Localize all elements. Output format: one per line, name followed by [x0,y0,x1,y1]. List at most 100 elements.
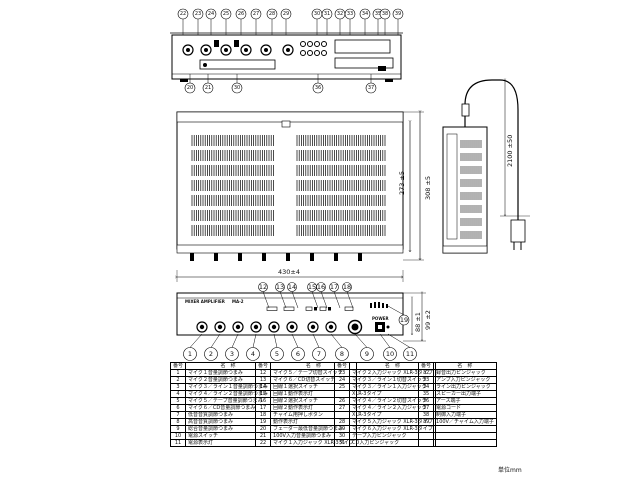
callout-1: 1 [183,333,203,361]
svg-text:32: 32 [337,11,343,17]
part-number [417,432,435,440]
svg-text:30: 30 [314,11,320,17]
svg-text:10: 10 [386,350,394,358]
part-number: 4 [169,390,187,398]
table-row [417,432,497,440]
callout-26: 26 [235,8,247,35]
svg-text:2: 2 [209,350,213,358]
dim-depth-inner: 273 ±5 [398,171,406,195]
part-number: 33 [417,376,435,384]
brand-label: MIXER AMPLIFIER [185,299,225,304]
part-name: ライン出力ピンジャック [433,383,497,391]
callout-12: 12 [258,282,270,309]
callout-13: 13 [275,282,287,309]
power-cord-37 [378,66,386,71]
part-number: 28 [333,418,351,426]
svg-text:9: 9 [365,350,369,358]
part-number: 17 [254,404,272,412]
part-number: 15 [254,390,272,398]
part-name: 制御入力端子 [433,411,497,419]
ventilation-slots [191,135,386,236]
ground-terminal-36 [203,63,207,67]
part-number: 27 [333,404,351,412]
svg-text:37: 37 [368,85,374,91]
svg-text:4: 4 [251,350,255,358]
power-label: POWER [372,316,389,321]
part-name: アース端子 [433,397,497,405]
callout-18: 18 [342,282,354,309]
callout-5: 5 [270,333,284,361]
callout-4: 4 [246,333,260,361]
part-number: 24 [333,376,351,384]
part-number: 6 [169,404,187,412]
front-knobs [196,321,337,333]
part-number: 32 [417,369,435,377]
level-indicator-19 [370,302,388,308]
part-number: 23 [333,369,351,377]
svg-text:30: 30 [234,85,240,91]
callout-15: 15 [307,282,319,309]
table-row [417,425,497,433]
callout-11: 11 [387,333,417,361]
switch-26 [234,40,239,47]
svg-text:35: 35 [375,11,381,17]
callout-6: 6 [291,333,305,361]
callout-21: 21 [202,74,214,94]
callout-14: 14 [287,282,299,309]
svg-text:3: 3 [230,350,234,358]
part-name: アンプ入力ピンジャック [433,376,497,384]
part-number: 13 [254,376,272,384]
dim-cord-length: 2100 ±50 [506,135,514,167]
svg-text:5: 5 [275,350,279,358]
part-number: 11 [169,439,187,447]
header-name: 名 称 [433,362,497,370]
part-number: 36 [417,397,435,405]
side-vent-slots [460,140,482,239]
callout-30: 30 [311,8,323,35]
part-name: スピーカー出力端子 [433,390,497,398]
svg-text:15: 15 [308,283,316,291]
callout-34: 34 [359,8,371,35]
part-number: 19 [254,418,272,426]
terminal-blocks [199,39,394,70]
unit-label: 単位mm [498,467,522,474]
part-number: 20 [254,425,272,433]
svg-text:31: 31 [324,11,330,17]
model-label: MA-2 [232,299,244,304]
svg-text:23: 23 [195,11,201,17]
svg-text:14: 14 [288,283,296,291]
top-view: 273 ±5 308 ±5 430±4 [177,112,432,282]
callout-16: 16 [316,282,328,309]
svg-text:22: 22 [180,11,186,17]
part-number: 25 [333,383,351,391]
part-number: 9 [169,425,187,433]
power-plug [510,219,526,243]
part-number [333,411,351,419]
part-number: 16 [254,397,272,405]
callout-17: 17 [329,282,341,309]
part-number: 10 [169,432,187,440]
header-num: 番号 [333,362,351,370]
part-number: 1 [169,369,187,377]
part-number: 35 [417,390,435,398]
svg-text:1: 1 [188,350,192,358]
part-name [433,425,497,433]
part-number: 39 [417,418,435,426]
part-number: 37 [417,404,435,412]
callout-27: 27 [250,8,262,35]
rca-jacks-group [300,41,327,56]
svg-text:21: 21 [205,85,211,91]
part-number: 22 [254,439,272,447]
callout-23: 23 [192,8,204,35]
svg-text:19: 19 [400,316,408,324]
part-number: 5 [169,397,187,405]
